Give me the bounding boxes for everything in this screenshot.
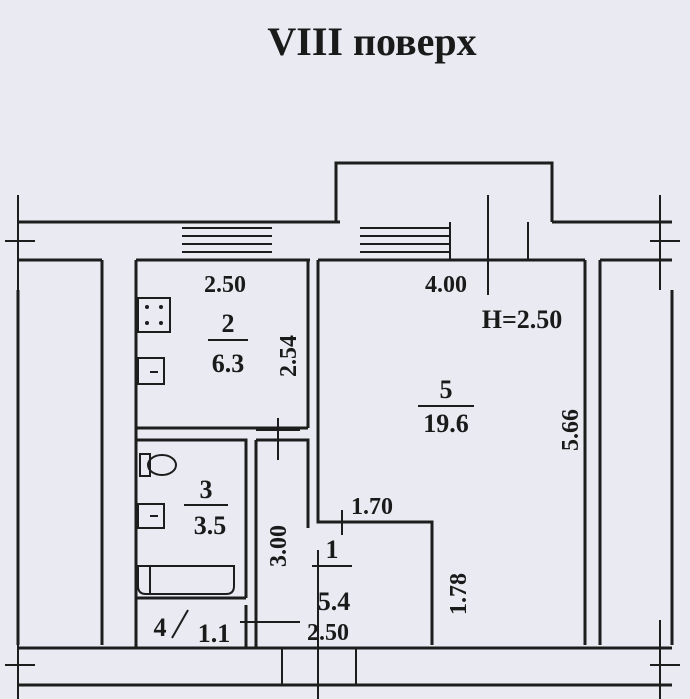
room-4-label: 4 1.1 — [154, 609, 231, 648]
bottom-exterior-wall — [5, 620, 680, 699]
stove-icon — [137, 297, 171, 333]
kitchen-sink-icon — [137, 357, 165, 385]
floor-title: VIII поверх — [267, 19, 476, 64]
bathtub-icon — [137, 565, 235, 595]
svg-text:19.6: 19.6 — [423, 409, 469, 438]
room-2-label: 2 6.3 — [208, 309, 248, 378]
svg-text:5: 5 — [440, 375, 453, 404]
dim-hall-step-width: 1.70 — [351, 494, 393, 520]
svg-text:6.3: 6.3 — [212, 349, 245, 378]
side-walls — [16, 260, 674, 645]
svg-text:3.5: 3.5 — [194, 511, 227, 540]
top-exterior-wall — [5, 195, 680, 290]
room-3-label: 3 3.5 — [184, 475, 228, 540]
svg-text:5.4: 5.4 — [318, 587, 351, 616]
svg-text:3: 3 — [200, 475, 213, 504]
kitchen-window — [182, 227, 272, 253]
washbasin-icon — [137, 503, 165, 529]
apartment-walls — [134, 260, 587, 650]
dim-kitchen-width: 2.50 — [204, 272, 246, 298]
dim-hall-depth: 3.00 — [266, 525, 292, 567]
dim-hall-step-depth: 1.78 — [446, 573, 472, 615]
dim-kitchen-depth: 2.54 — [276, 335, 302, 377]
room-5-label: 5 19.6 — [418, 375, 474, 438]
svg-text:1.1: 1.1 — [198, 619, 231, 648]
dim-hall-width: 2.50 — [307, 620, 349, 646]
svg-text:1: 1 — [326, 535, 339, 564]
room-1-label: 1 5.4 — [312, 535, 352, 616]
balcony — [334, 161, 554, 222]
svg-text:2: 2 — [222, 309, 235, 338]
living-window — [360, 227, 450, 253]
ceiling-height: H=2.50 — [482, 305, 563, 334]
dimension-marks — [240, 195, 489, 699]
dim-living-width: 4.00 — [425, 272, 467, 298]
dim-living-depth: 5.66 — [558, 409, 584, 451]
svg-text:4: 4 — [154, 613, 167, 642]
toilet-icon — [139, 453, 177, 477]
balcony-door — [449, 222, 529, 260]
